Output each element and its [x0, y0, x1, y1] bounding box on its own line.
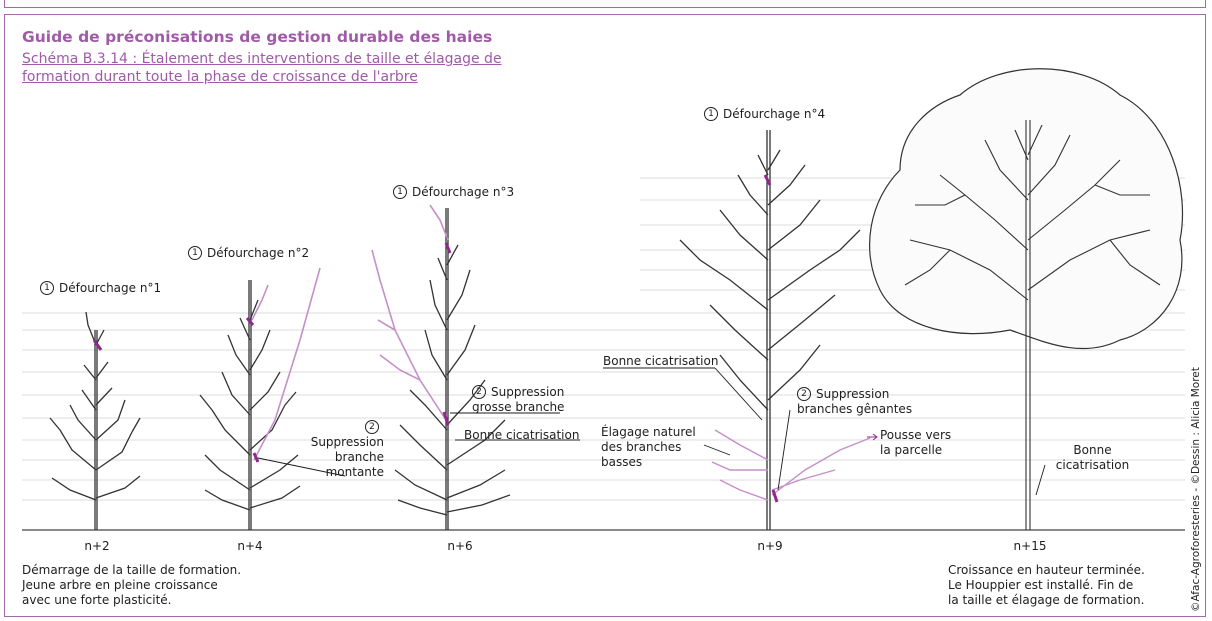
tree-n15 — [870, 69, 1183, 530]
step-2-badge: 2 — [365, 420, 379, 434]
credit-text: ©Afac-Agroforesteries - ©Dessin : Alicia… — [1190, 367, 1202, 612]
caption-right: Croissance en hauteur terminée. Le Houpp… — [948, 563, 1145, 608]
step-2-badge: 2 — [472, 385, 486, 399]
label-suppression-montante: 2Suppression branche montante — [292, 420, 384, 480]
stage-label-n2: n+2 — [67, 539, 127, 553]
label-bonne-cicatrisation-n15: Bonne cicatrisation — [1055, 443, 1130, 473]
stage-label-n6: n+6 — [430, 539, 490, 553]
label-bonne-cicatrisation-n6: Bonne cicatrisation — [464, 428, 579, 443]
stage-label-n9: n+9 — [740, 539, 800, 553]
label-elagage-naturel: Élagage naturel des branches basses — [601, 425, 706, 470]
step-1-badge: 1 — [393, 185, 407, 199]
caption-left: Démarrage de la taille de formation. Jeu… — [22, 563, 241, 608]
stage-label-n15: n+15 — [1000, 539, 1060, 553]
tree-n2 — [50, 312, 140, 530]
step-1-badge: 1 — [188, 246, 202, 260]
tree-n6 — [395, 208, 510, 530]
label-bonne-cicatrisation-n9: Bonne cicatrisation — [603, 354, 718, 369]
stage-label-n4: n+4 — [220, 539, 280, 553]
label-pousse-parcelle: Pousse vers la parcelle — [880, 428, 962, 458]
tree-n4 — [200, 280, 300, 530]
step-1-badge: 1 — [40, 281, 54, 295]
step-2-badge: 2 — [797, 387, 811, 401]
step-1-badge: 1 — [704, 107, 718, 121]
